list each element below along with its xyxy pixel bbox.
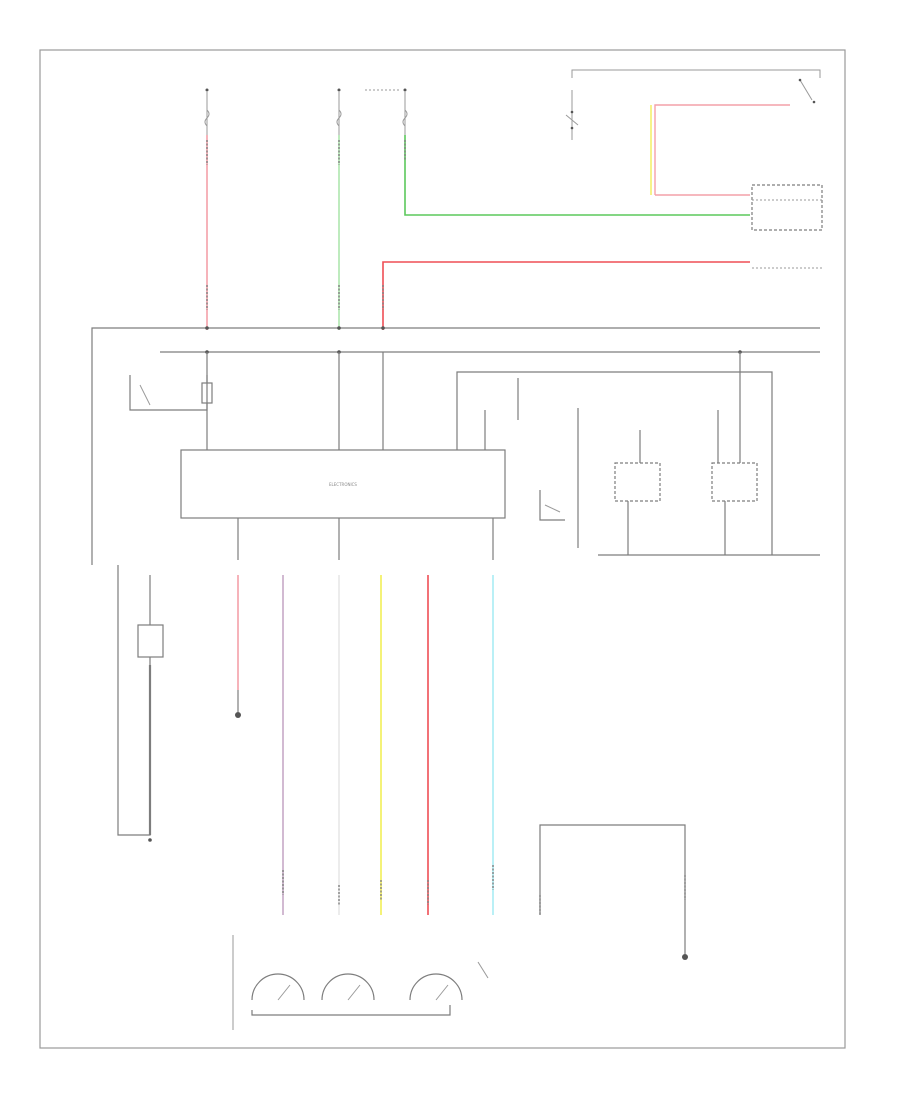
fuse-feed-right: [365, 88, 408, 135]
wire-green-to-cluster: [404, 135, 750, 216]
electronics-module: ELECTRONICS: [180, 449, 506, 519]
gauge-1: [251, 973, 305, 1001]
module-label: ELECTRONICS: [329, 482, 357, 487]
switch-assembly-top-right: [565, 69, 821, 140]
bus-line-upper: [91, 327, 820, 565]
ground-left: [235, 690, 241, 718]
relay-pair-right: [517, 352, 820, 556]
instrument-cluster-box: [751, 184, 823, 231]
indicator-switch: [477, 961, 489, 979]
gauge-common-bus: [251, 1005, 451, 1016]
relay-left: [129, 375, 213, 411]
wire-pink-switch: [654, 104, 790, 195]
wire-red-to-lighting-module: [382, 261, 750, 330]
ground-right: [682, 935, 688, 960]
ground-loop-right: [539, 824, 686, 935]
diagram-frame: [39, 49, 846, 1049]
fuse-feed-left: [204, 88, 210, 135]
gauge-2: [321, 973, 375, 1001]
sender-left: [117, 565, 164, 842]
gauge-3: [409, 973, 463, 1001]
fuse-feed-center: [336, 88, 342, 135]
